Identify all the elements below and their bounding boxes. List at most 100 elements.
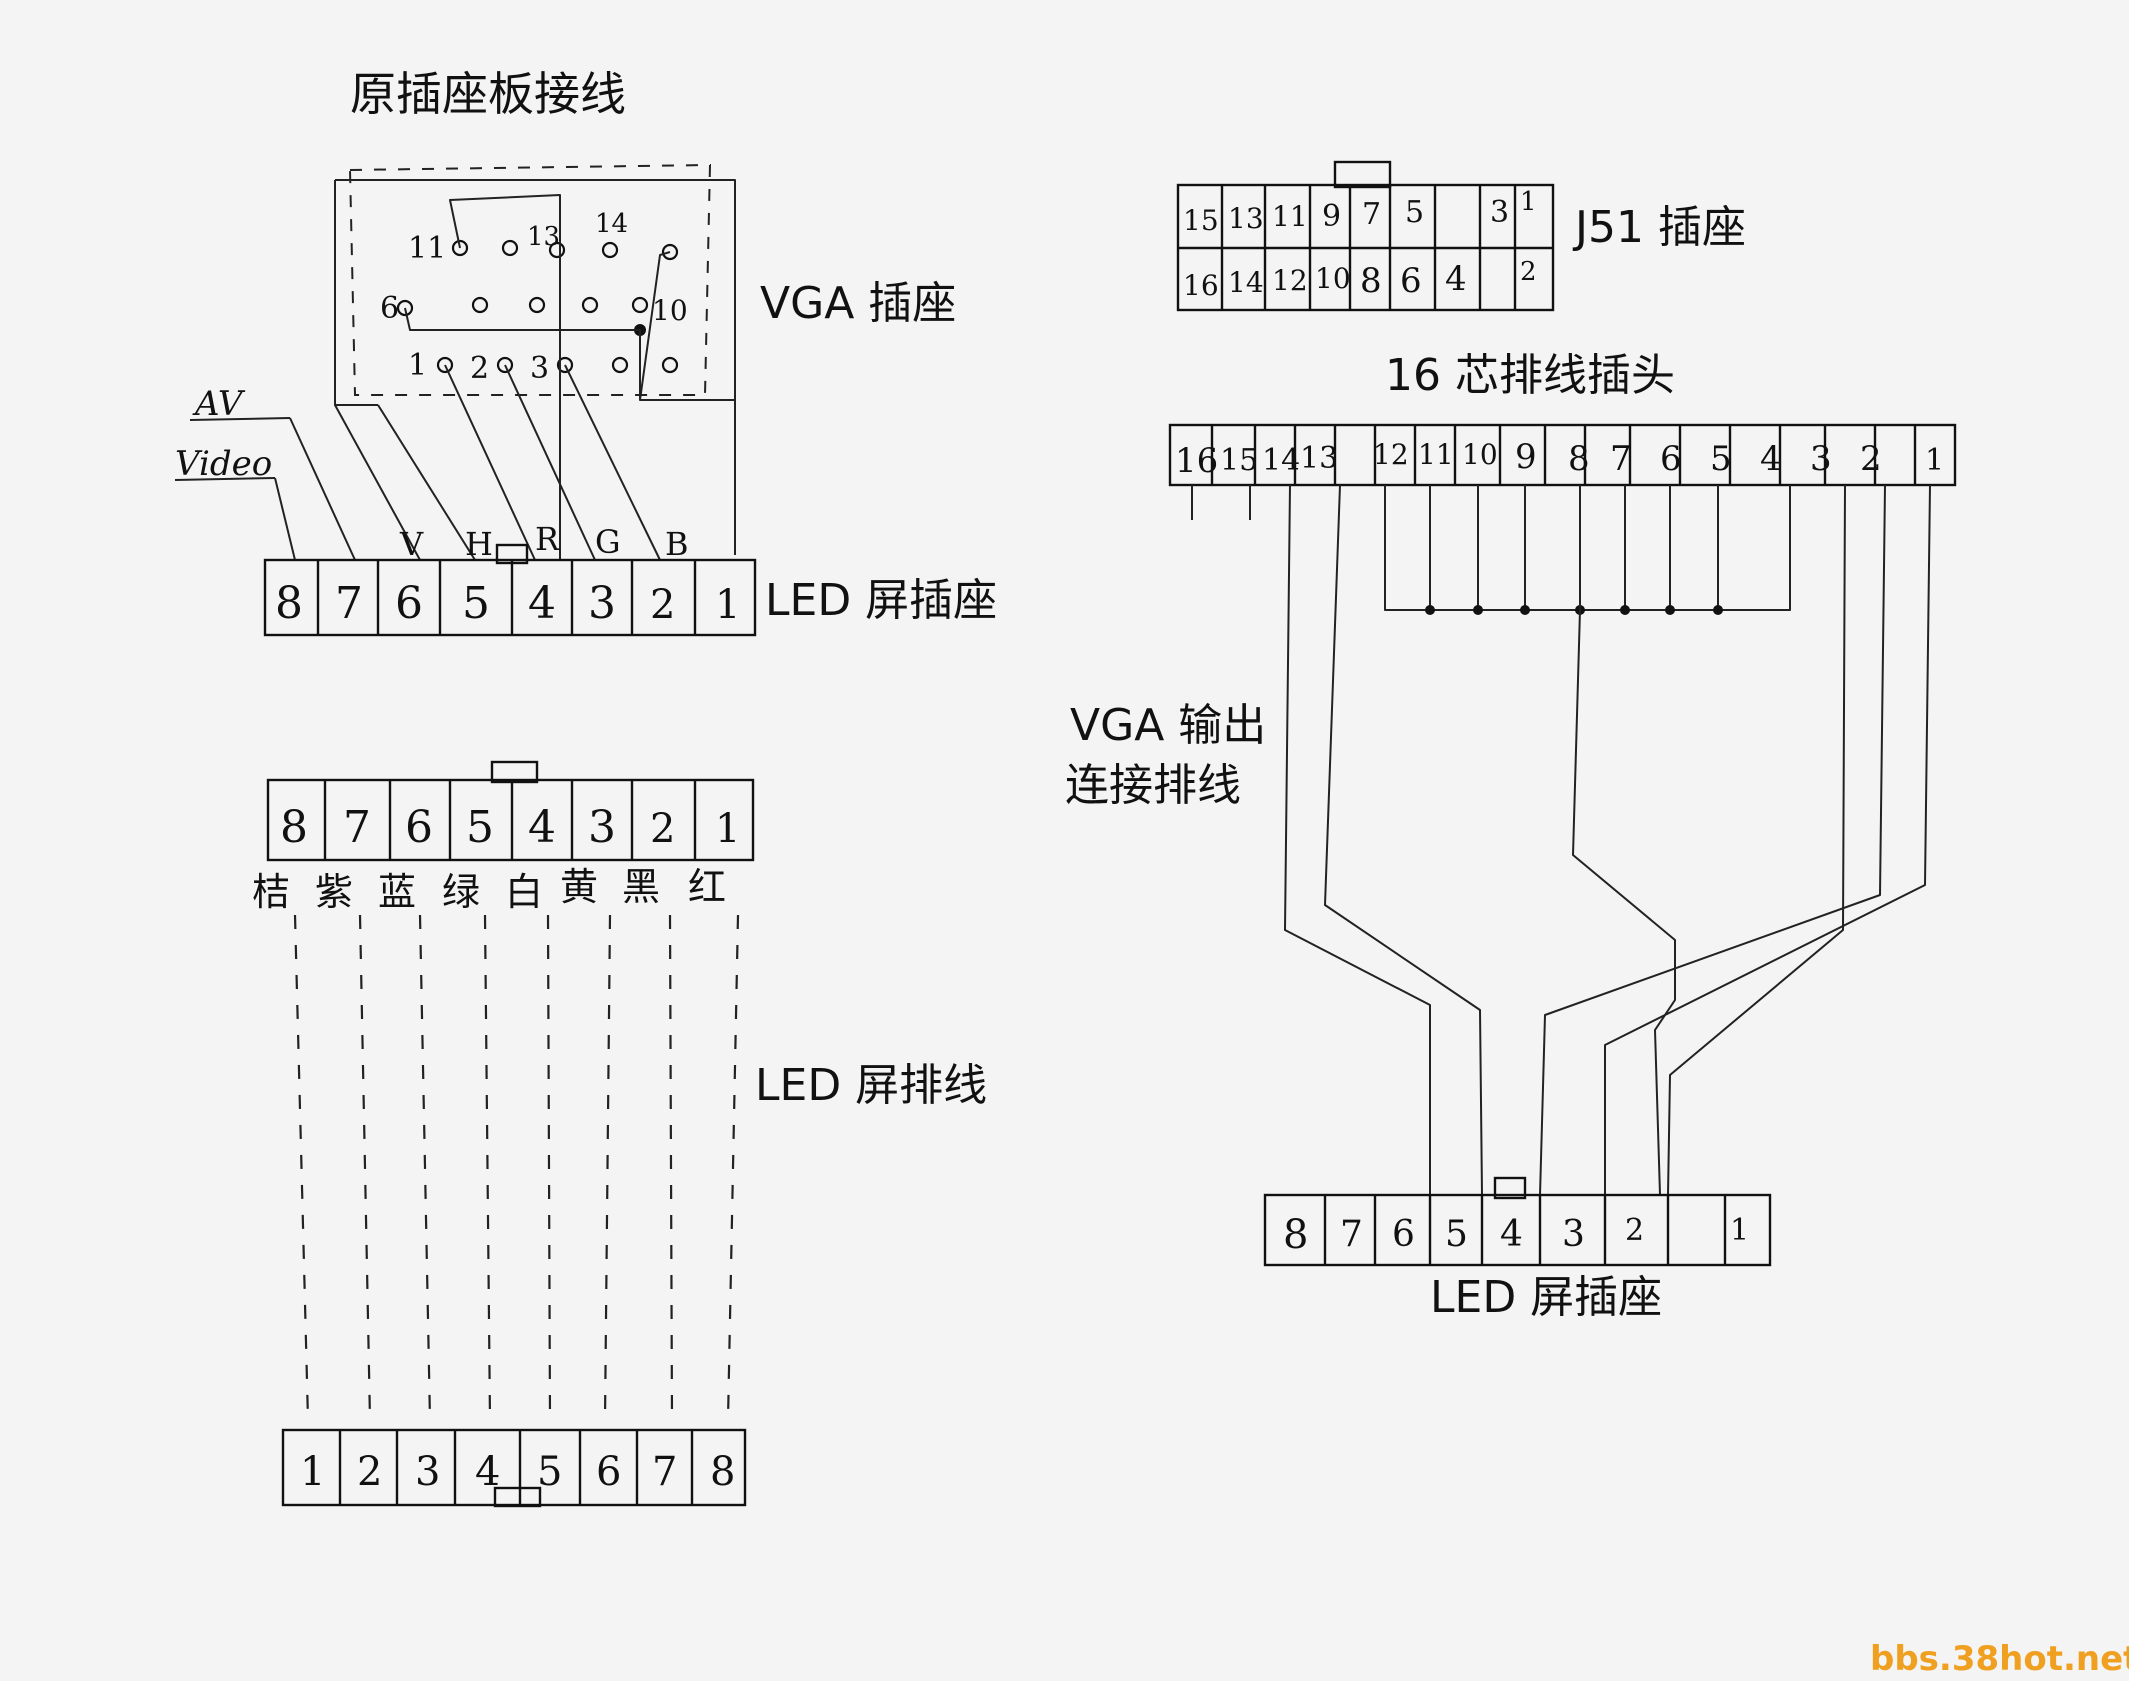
led-socket-right-pin: 4	[1500, 1214, 1523, 1255]
plug16-title: 16 芯排线插头	[1385, 350, 1675, 401]
vga-pin-10-label: 10	[652, 294, 688, 327]
led-cable-top-pin: 1	[715, 806, 740, 852]
plug16-pin: 3	[1810, 439, 1832, 479]
av-label: AV	[192, 384, 246, 424]
j51-pin: 3	[1490, 195, 1509, 230]
led-socket-right-pin: 7	[1340, 1214, 1363, 1255]
j51-pin: 11	[1272, 200, 1308, 233]
plug16-pin: 7	[1610, 439, 1632, 479]
j51-pin: 12	[1272, 264, 1308, 297]
vga-pin-11-label: 11	[408, 231, 446, 266]
signal-v-label: V	[399, 525, 424, 563]
led-cable-top-pin: 3	[588, 802, 616, 853]
led-socket-pin: 6	[395, 578, 423, 629]
led-cable-top-pin: 4	[528, 802, 556, 853]
j51-socket: 15 13 11 9 7 5 3 1 16 14 12 10 8 6 4 2	[1176, 160, 1555, 312]
led-cable-bottom-pin: 3	[415, 1449, 440, 1495]
vga-pin-2-label: 2	[470, 351, 489, 386]
j51-pin: 15	[1183, 204, 1219, 237]
signal-b-label: B	[665, 525, 689, 563]
led-socket-right-label: LED 屏插座	[1430, 1272, 1662, 1323]
j51-pin: 8	[1360, 261, 1382, 301]
vga-pin-13-label: 13	[527, 222, 560, 252]
j51-pin: 14	[1228, 266, 1264, 299]
wire-color-label: 红	[688, 865, 726, 909]
wire-color-label: 黑	[622, 865, 660, 909]
led-cable-bottom-pin: 2	[357, 1449, 382, 1495]
wire-color-label: 黄	[560, 865, 598, 909]
led-cable-bottom-pin: 7	[652, 1449, 677, 1495]
j51-pin: 16	[1183, 269, 1219, 302]
led-cable-bottom-pin: 1	[300, 1449, 325, 1495]
signal-h-label: H	[465, 525, 493, 563]
led-cable-top-pin: 6	[405, 802, 433, 853]
j51-pin: 13	[1228, 202, 1264, 235]
board-to-led-wires	[274, 364, 661, 561]
plug16-pin: 10	[1462, 438, 1498, 471]
j51-pin: 10	[1315, 262, 1351, 295]
wire-color-label: 白	[505, 870, 543, 914]
j51-pin: 4	[1445, 259, 1467, 299]
plug16-pin: 11	[1418, 438, 1454, 471]
led-socket-left-label: LED 屏插座	[765, 575, 997, 626]
plug16-pin: 9	[1515, 437, 1537, 477]
led-socket-right-pin: 2	[1625, 1213, 1644, 1248]
vga-socket-board: 11 13 14 6 10 1 2 3	[334, 163, 736, 560]
plug16-pin: 13	[1300, 441, 1338, 476]
wire-color-label: 桔	[252, 870, 290, 914]
plug16-pin: 1	[1925, 443, 1944, 478]
vga-pin-6-label: 6	[380, 291, 399, 326]
led-socket-pin: 5	[462, 578, 490, 629]
led-socket-right-pin: 1	[1730, 1213, 1749, 1248]
plug16-pin: 16	[1175, 441, 1218, 481]
led-socket-right-pin: 8	[1283, 1212, 1308, 1258]
led-socket-pin: 3	[588, 578, 616, 629]
led-cable-bottom-connector: 1 2 3 4 5 6 7 8	[281, 1428, 747, 1508]
vga-pin-3-label: 3	[530, 351, 549, 386]
plug16-pin: 15	[1220, 443, 1258, 478]
led-cable-label: LED 屏排线	[755, 1060, 987, 1111]
j51-pin: 2	[1520, 257, 1537, 287]
wire-color-label: 绿	[442, 870, 480, 914]
plug16-pin: 5	[1710, 439, 1732, 479]
plug16-pin: 6	[1660, 439, 1682, 479]
led-cable-top-pin: 7	[343, 802, 371, 853]
led-socket-right-pin: 3	[1562, 1214, 1585, 1255]
led-socket-pin: 8	[275, 578, 303, 629]
led-cable-top-pin: 8	[280, 802, 308, 853]
wire-color-label: 紫	[315, 870, 353, 914]
led-cable-bottom-pin: 8	[710, 1449, 735, 1495]
video-label: Video	[175, 444, 272, 484]
led-socket-right-pin: 6	[1392, 1214, 1415, 1255]
vga-output-label-1: VGA 输出	[1070, 700, 1266, 751]
led-cable-dashed-wires	[293, 914, 740, 1421]
led-socket-left: 8 7 6 5 4 3 2 1	[263, 543, 757, 637]
led-socket-right: 8 7 6 5 4 3 2 1	[1263, 1176, 1772, 1267]
original-board-title: 原插座板接线	[350, 67, 626, 121]
led-cable-bottom-pin: 4	[475, 1449, 500, 1495]
led-cable-top-pin: 5	[466, 802, 494, 853]
plug16-connector: 16 15 14 13 12 11 10 9 8 7 6 5 4 3 2 1	[1168, 423, 1957, 487]
vga-output-label-2: 连接排线	[1065, 760, 1241, 811]
led-socket-pin: 2	[650, 582, 675, 628]
led-socket-pin: 1	[715, 582, 740, 628]
led-cable-top-pin: 2	[650, 806, 675, 852]
vga-socket-label: VGA 插座	[760, 278, 956, 329]
led-cable-bottom-pin: 6	[596, 1449, 621, 1495]
vga-output-wires	[1191, 484, 1931, 1196]
j51-pin: 5	[1405, 195, 1424, 230]
j51-pin: 9	[1322, 199, 1341, 234]
signal-r-label: R	[535, 520, 560, 558]
plug16-pin: 12	[1373, 438, 1409, 471]
j51-pin: 6	[1400, 261, 1422, 301]
wire-color-labels: 桔 紫 蓝 绿 白 黄 黑 红	[252, 865, 726, 914]
vga-pin-14-label: 14	[595, 209, 628, 239]
led-socket-pin: 4	[528, 578, 556, 629]
j51-pin: 1	[1520, 187, 1537, 217]
plug16-pin: 4	[1760, 439, 1782, 479]
plug16-pin: 8	[1568, 439, 1590, 479]
plug16-pin: 2	[1860, 439, 1882, 479]
led-socket-right-pin: 5	[1445, 1214, 1468, 1255]
led-socket-pin: 7	[335, 578, 363, 629]
j51-socket-label: J51 插座	[1572, 202, 1746, 253]
